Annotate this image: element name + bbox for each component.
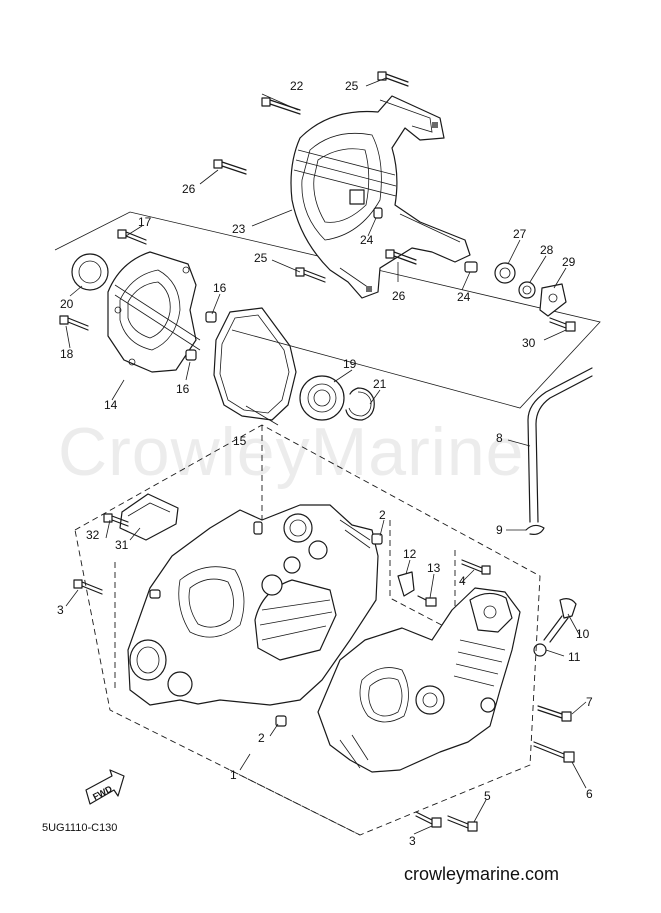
callout-17: 17 [138, 215, 152, 229]
callout-30: 30 [522, 336, 536, 350]
callout-7: 7 [586, 695, 593, 709]
dowel-16-b [185, 349, 197, 361]
hose-8 [527, 367, 593, 523]
callout-27: 27 [513, 227, 527, 241]
callout-23: 23 [232, 222, 246, 236]
bolt-18 [59, 315, 89, 331]
bearing-27 [494, 262, 516, 284]
bearing-19 [299, 375, 345, 421]
bolt-3-bottom [415, 811, 442, 828]
gasket-15 [213, 307, 297, 421]
bolt-6 [533, 741, 575, 763]
callout-5: 5 [484, 789, 491, 803]
bolt-7 [537, 705, 572, 722]
callout-29: 29 [562, 255, 576, 269]
callout-16: 16 [176, 382, 190, 396]
diagram-code: 5UG1110-C130 [42, 822, 117, 834]
callout-25: 25 [345, 79, 359, 93]
callout-12: 12 [403, 547, 417, 561]
bolt-3-left [73, 579, 103, 595]
website-footer: crowleymarine.com [404, 864, 559, 884]
bolt-30 [549, 317, 576, 332]
callout-15: 15 [233, 434, 247, 448]
callout-2: 2 [379, 508, 386, 522]
seal-28 [518, 281, 536, 299]
fwd-arrow-icon: FWD [85, 769, 125, 805]
callout-31: 31 [115, 538, 129, 552]
bolt-26-left [213, 159, 247, 175]
plate-29 [539, 283, 567, 317]
clip-9 [525, 524, 545, 535]
bolt-5 [447, 815, 478, 832]
dipstick-10 [543, 598, 577, 643]
dowel-2-top [371, 533, 383, 545]
callout-20: 20 [60, 297, 74, 311]
dowel-16-a [205, 311, 217, 323]
bolt-4 [461, 559, 491, 575]
callout-24: 24 [457, 290, 471, 304]
callout-8: 8 [496, 431, 503, 445]
callout-16: 16 [213, 281, 227, 295]
collar-24-b [464, 261, 478, 273]
callout-2: 2 [258, 731, 265, 745]
cover-assembly [290, 95, 471, 299]
callout-18: 18 [60, 347, 74, 361]
callout-28: 28 [540, 243, 554, 257]
leader-lines [65, 77, 587, 835]
callout-13: 13 [427, 561, 441, 575]
dowel-2-bottom [275, 715, 287, 727]
callout-24: 24 [360, 233, 374, 247]
callout-32: 32 [86, 528, 100, 542]
bolt-26-right [385, 249, 417, 265]
callout-19: 19 [343, 357, 357, 371]
callout-22: 22 [290, 79, 304, 93]
bracket-12 [397, 571, 415, 597]
crankcase-right [317, 587, 521, 773]
callout-21: 21 [373, 377, 387, 391]
crankcase-left [127, 504, 379, 706]
collar-24-a [373, 207, 383, 219]
circlip-21 [345, 387, 375, 421]
bolt-13 [417, 595, 437, 607]
group-outlines [54, 211, 601, 836]
callout-9: 9 [496, 523, 503, 537]
watermark: CrowleyMarine [58, 414, 524, 490]
bolt-25-mid [295, 267, 326, 283]
callout-26: 26 [392, 289, 406, 303]
callout-14: 14 [104, 398, 118, 412]
plate-31 [119, 493, 179, 541]
bolt-22 [261, 97, 301, 115]
callout-10: 10 [576, 627, 590, 641]
callout-6: 6 [586, 787, 593, 801]
callout-4: 4 [459, 574, 466, 588]
callout-3: 3 [409, 834, 416, 848]
callout-1: 1 [230, 768, 237, 782]
callout-3: 3 [57, 603, 64, 617]
callout-25: 25 [254, 251, 268, 265]
callouts: 1 2 2 3 3 4 5 6 7 8 9 10 11 12 13 14 15 … [57, 79, 593, 848]
cover-14 [107, 251, 201, 373]
seal-20 [71, 253, 109, 291]
callout-26: 26 [182, 182, 196, 196]
callout-11: 11 [568, 650, 581, 664]
bolt-17 [117, 229, 147, 245]
bolt-32 [103, 513, 129, 527]
